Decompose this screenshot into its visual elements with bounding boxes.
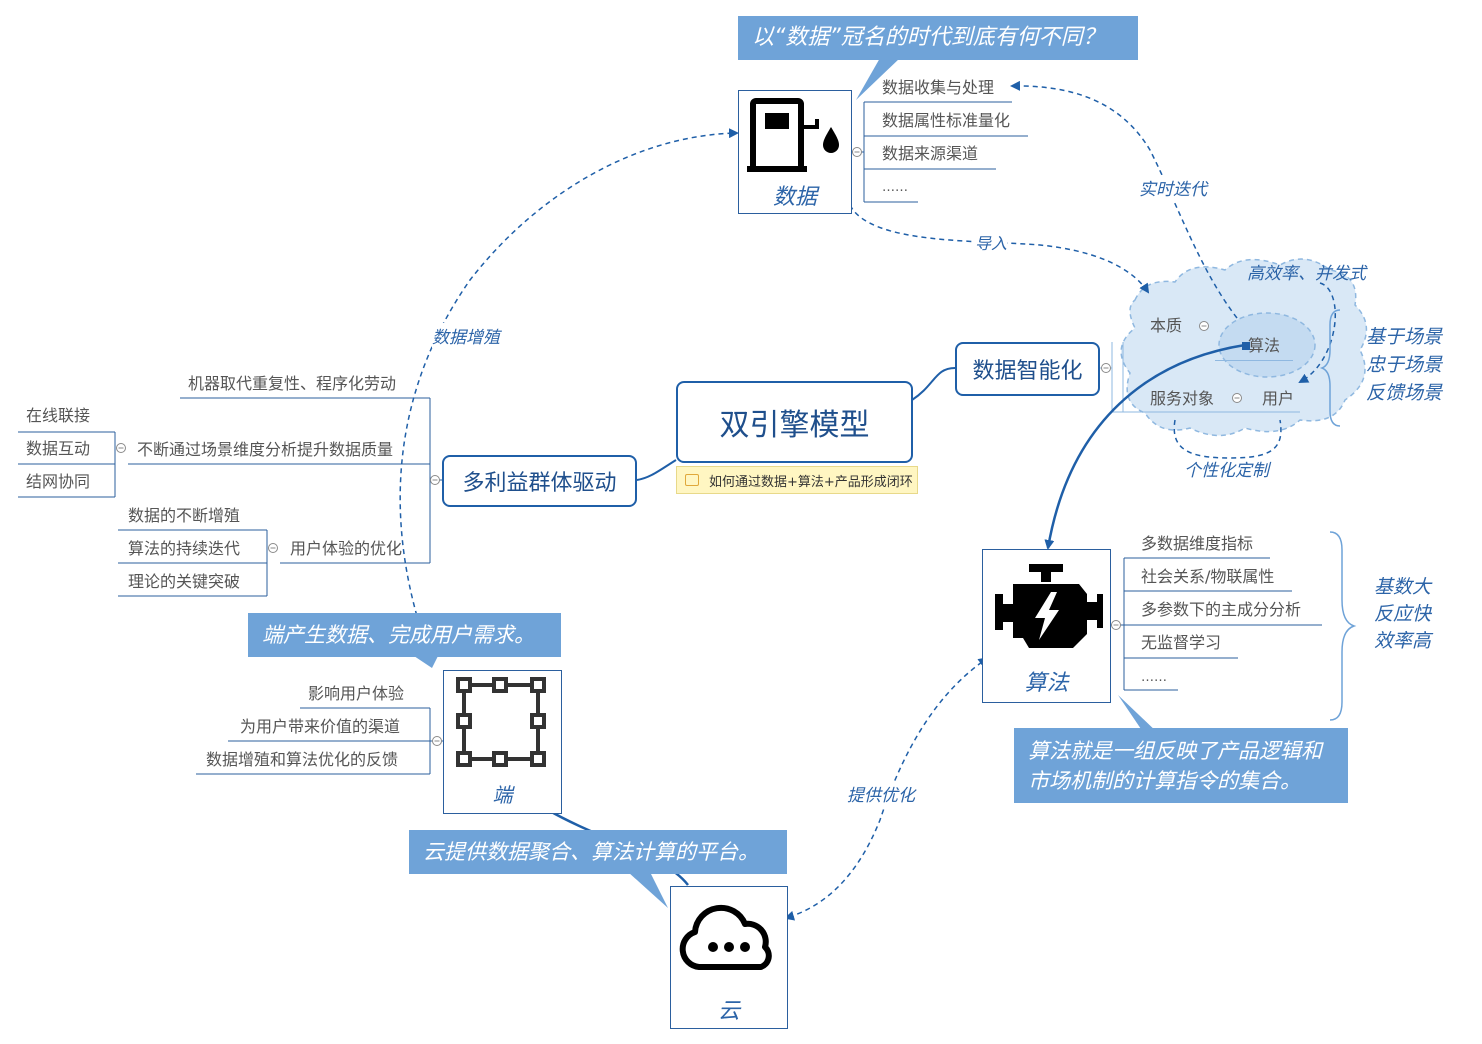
brace-intelligence <box>1319 309 1341 427</box>
algorithm-caption: 算法 <box>1024 671 1069 696</box>
algorithm-item-3[interactable]: 多参数下的主成分分析 <box>1141 600 1302 619</box>
edge-algorithm-solid <box>1044 343 1246 550</box>
algorithm-item-2[interactable]: 社会关系/物联属性 <box>1141 567 1275 586</box>
cloud-node-marker <box>1242 342 1250 350</box>
cloud-algorithm-underline <box>1215 360 1293 361</box>
terminal-item-3[interactable]: 数据增殖和算法优化的反馈 <box>206 750 399 769</box>
data-item-4[interactable]: …… <box>882 180 908 195</box>
center-topic[interactable]: 双引擎模型 <box>676 381 913 463</box>
edge-label-import: 导入 <box>975 230 1008 254</box>
arrow-bottom-label: 个性化定制 <box>1184 461 1269 481</box>
algorithm-item-5[interactable]: …… <box>1141 670 1167 685</box>
note-icon <box>685 474 699 486</box>
driver-branch-1[interactable]: 机器取代重复性、程序化劳动 <box>188 374 397 393</box>
edge-label-proliferate: 数据增殖 <box>432 323 500 348</box>
data-item-3[interactable]: 数据来源渠道 <box>882 144 979 163</box>
algorithm-item-4[interactable]: 无监督学习 <box>1141 633 1222 652</box>
cloud-essence[interactable]: 本质 <box>1150 316 1183 335</box>
driver-branch-2-item-3[interactable]: 结网协同 <box>26 472 91 491</box>
link-center-driver <box>636 459 677 481</box>
edge-label-realtime: 实时迭代 <box>1139 175 1207 200</box>
algorithm-item-1[interactable]: 多数据维度指标 <box>1141 534 1254 553</box>
driver-branch-2-item-1[interactable]: 在线联接 <box>26 406 91 425</box>
cloud-algorithm[interactable]: 算法 <box>1248 336 1281 355</box>
edge-efficient <box>1298 282 1337 383</box>
data-node[interactable]: 数据 <box>738 90 852 214</box>
driver-label: 多利益群体驱动 <box>462 471 617 496</box>
center-note-text: 如何通过数据+算法+产品形成闭环 <box>709 474 913 490</box>
intelligence-topic[interactable]: 数据智能化 <box>955 342 1100 396</box>
terminal-callout-text: 端产生数据、完成用户需求。 <box>262 623 535 647</box>
scene-side-3: 反馈场景 <box>1366 382 1443 404</box>
center-note: 如何通过数据+算法+产品形成闭环 <box>676 466 918 494</box>
brace-algorithm <box>1329 531 1357 721</box>
algorithm-side-2: 反应快 <box>1374 603 1432 625</box>
connected-nodes-icon <box>456 677 546 767</box>
driver-branch-2[interactable]: 不断通过场景维度分析提升数据质量 <box>137 440 394 459</box>
data-caption: 数据 <box>772 185 817 210</box>
scene-side-2: 忠于场景 <box>1366 354 1443 376</box>
cloud-caption: 云 <box>717 999 740 1024</box>
terminal-node[interactable]: 端 <box>443 670 562 814</box>
algorithm-side-1: 基数大 <box>1374 576 1432 598</box>
algorithm-node[interactable]: 算法 <box>982 549 1111 703</box>
cloud-service[interactable]: 服务对象 <box>1150 389 1215 408</box>
terminal-caption: 端 <box>492 783 513 807</box>
intelligence-label: 数据智能化 <box>972 359 1083 384</box>
driver-topic[interactable]: 多利益群体驱动 <box>442 455 637 507</box>
edge-proliferate <box>399 128 739 634</box>
data-callout-text: 以“数据”冠名的时代到底有何不同？ <box>752 25 1105 50</box>
edge-label-optimize: 提供优化 <box>847 781 915 806</box>
engine-icon <box>995 564 1103 648</box>
edge-realtime <box>1010 80 1238 319</box>
algorithm-callout-line1: 算法就是一组反映了产品逻辑和 <box>1028 739 1322 763</box>
link-center-intelligence <box>911 367 956 401</box>
algorithm-callout: 算法就是一组反映了产品逻辑和 市场机制的计算指令的集合。 <box>1014 728 1348 803</box>
driver-branch-3-item-1[interactable]: 数据的不断增殖 <box>128 506 241 525</box>
driver-branch-3-item-3[interactable]: 理论的关键突破 <box>128 572 241 591</box>
driver-branch-2-item-2[interactable]: 数据互动 <box>26 439 91 458</box>
cloud-callout-text: 云提供数据聚合、算法计算的平台。 <box>423 840 759 864</box>
driver-branch-3[interactable]: 用户体验的优化 <box>290 539 403 558</box>
cloud-callout: 云提供数据聚合、算法计算的平台。 <box>409 830 787 874</box>
algorithm-callout-line2: 市场机制的计算指令的集合。 <box>1028 769 1301 793</box>
cloud-node[interactable]: 云 <box>670 886 788 1029</box>
center-title: 双引擎模型 <box>719 408 870 443</box>
cloud-icon <box>679 904 772 970</box>
fuel-pump-icon <box>747 98 839 172</box>
edge-personal <box>1173 419 1282 459</box>
algorithm-side-3: 效率高 <box>1374 630 1432 652</box>
scene-side-1: 基于场景 <box>1366 326 1443 348</box>
arrow-top-label: 高效率、并发式 <box>1247 264 1366 284</box>
terminal-callout: 端产生数据、完成用户需求。 <box>248 613 561 657</box>
data-item-2[interactable]: 数据属性标准量化 <box>882 111 1011 130</box>
terminal-item-2[interactable]: 为用户带来价值的渠道 <box>240 717 401 736</box>
data-callout: 以“数据”冠名的时代到底有何不同？ <box>738 16 1138 60</box>
cloud-user[interactable]: 用户 <box>1262 389 1295 408</box>
terminal-item-1[interactable]: 影响用户体验 <box>308 684 405 703</box>
edge-optimize <box>784 657 989 921</box>
edge-import <box>849 204 1150 294</box>
data-item-1[interactable]: 数据收集与处理 <box>882 78 995 97</box>
driver-branch-3-item-2[interactable]: 算法的持续迭代 <box>128 539 241 558</box>
